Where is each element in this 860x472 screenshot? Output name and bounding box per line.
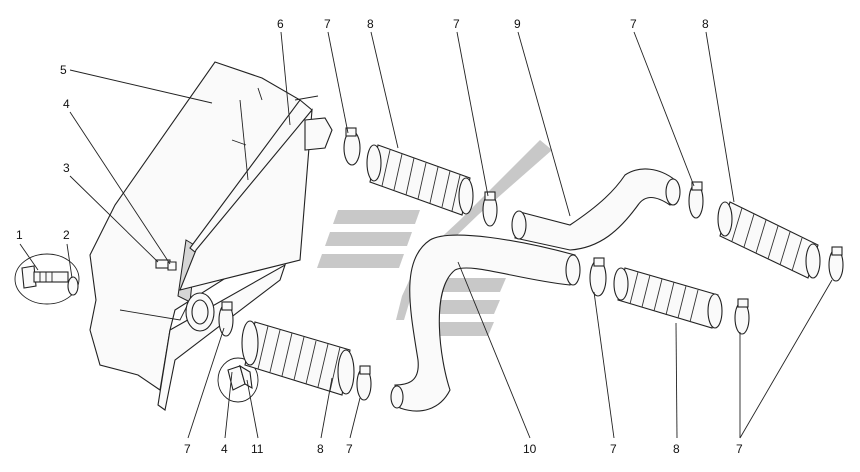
clamp-a [343,127,361,166]
callout-1: 1 [16,228,23,242]
clamp-f [828,246,844,282]
clamp-g [356,365,372,401]
callout-2: 2 [63,228,70,242]
pipe-9 [511,168,681,251]
clamp-e [734,298,750,335]
callout-8-b: 8 [702,17,709,31]
callout-7-c: 7 [630,17,637,31]
detail-4-11 [217,357,259,403]
callout-7-e: 7 [346,442,353,456]
corrugated-hose-top [366,144,474,216]
callout-5: 5 [60,63,67,77]
clamp-d [589,257,607,297]
small-bolt-3-4 [155,259,177,271]
watermark-logo [317,140,552,336]
clamp-b [482,191,498,227]
pipe-10 [390,234,581,412]
callout-11: 11 [251,442,264,456]
corrugated-hose-middle [613,267,723,329]
radiator-assembly [89,61,333,411]
callout-7-g: 7 [736,442,743,456]
corrugated-hose-bottom [241,320,355,396]
clamp-c [688,181,704,219]
corrugated-hose-right [717,201,821,279]
callout-4-top: 4 [63,97,70,111]
callout-7-a: 7 [324,17,331,31]
callout-labels: 1 2 3 4 5 6 7 8 7 9 7 8 7 4 11 8 7 10 7 … [16,17,743,456]
clamp-h [218,301,234,337]
callout-8-d: 8 [673,442,680,456]
callout-8-c: 8 [317,442,324,456]
callout-8-a: 8 [367,17,374,31]
leader-lines [19,31,833,439]
callout-7-f: 7 [610,442,617,456]
callout-10: 10 [523,442,537,456]
callout-7-d: 7 [184,442,191,456]
callout-9: 9 [514,17,521,31]
callout-3: 3 [63,161,70,175]
callout-4-bottom: 4 [221,442,228,456]
callout-7-b: 7 [453,17,460,31]
callout-6: 6 [277,17,284,31]
bolt-detail-1-2 [14,253,80,305]
